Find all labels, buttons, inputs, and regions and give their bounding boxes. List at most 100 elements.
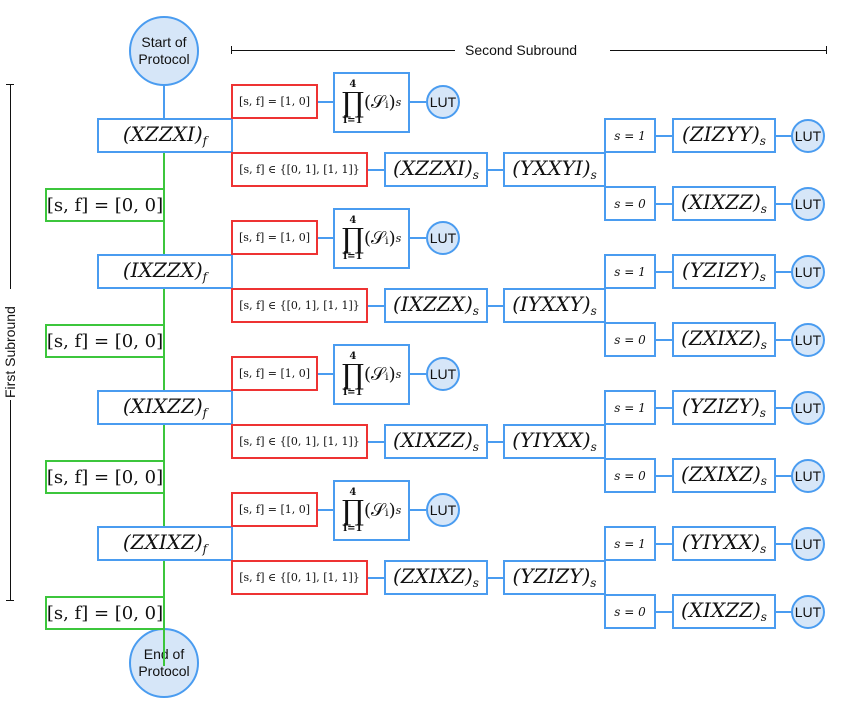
f-operator-box[interactable]: (ZXIXZ)f — [97, 526, 233, 561]
s-operator-1-box[interactable]: (ZXIXZ)s — [384, 560, 488, 595]
product-body: (𝒮ᵢ) — [364, 92, 396, 113]
f-operator-box[interactable]: (IXZZX)f — [97, 254, 233, 289]
green-condition-text: [s, f] = [0, 0] — [46, 466, 164, 488]
condition-01-11-box[interactable]: [s, f] ∈ {[0, 1], [1, 1]} — [231, 152, 368, 187]
product-subscript: s — [395, 96, 402, 109]
s-operator-2-text: (YIYXX)s — [512, 428, 597, 454]
s-operator-2-text: (YZIZY)s — [513, 564, 597, 590]
condition-10-box[interactable]: [s, f] = [1, 0] — [231, 356, 318, 391]
branch-connector — [231, 373, 233, 441]
s-operator-1-operator: (XIXZZ) — [393, 428, 473, 453]
f-operator-subscript: f — [202, 134, 208, 149]
s-operator-2-box[interactable]: (YIYXX)s — [503, 424, 606, 459]
start-node-label-line2: Protocol — [138, 51, 190, 67]
connector-to-lut-s0 — [776, 203, 792, 205]
branch-s1-box[interactable]: s = 1 — [604, 390, 656, 425]
branch-s0-operator-box[interactable]: (ZXIXZ)s — [672, 458, 776, 493]
s-operator-1-operator: (ZXIXZ) — [393, 564, 473, 589]
condition-10-box[interactable]: [s, f] = [1, 0] — [231, 84, 318, 119]
product-box[interactable]: 4∏i=1(𝒮ᵢ)s — [333, 72, 410, 133]
branch-s0-operator-box[interactable]: (XIXZZ)s — [672, 594, 776, 629]
product-box[interactable]: 4∏i=1(𝒮ᵢ)s — [333, 480, 410, 541]
branch-s0-operator-box[interactable]: (XIXZZ)s — [672, 186, 776, 221]
start-node-label-line1: Start of — [141, 34, 187, 50]
f-operator-operator: (XZZXI) — [122, 122, 203, 147]
branch-s1-operator-box[interactable]: (YZIZY)s — [672, 254, 776, 289]
green-condition-box[interactable]: [s, f] = [0, 0] — [45, 188, 165, 222]
product-box[interactable]: 4∏i=1(𝒮ᵢ)s — [333, 208, 410, 269]
branch-s1-operator-box[interactable]: (YZIZY)s — [672, 390, 776, 425]
condition-10-text: [s, f] = [1, 0] — [238, 231, 311, 244]
condition-01-11-text: [s, f] ∈ {[0, 1], [1, 1]} — [239, 435, 360, 448]
lut-node-s0: LUT — [791, 459, 825, 493]
s-operator-1-box[interactable]: (XIXZZ)s — [384, 424, 488, 459]
product-box[interactable]: 4∏i=1(𝒮ᵢ)s — [333, 344, 410, 405]
branch-s0-box[interactable]: s = 0 — [604, 594, 656, 629]
f-operator-text: (IXZZX)f — [123, 258, 207, 284]
product-expression: 4∏i=1(𝒮ᵢ)s — [342, 486, 402, 534]
f-operator-box[interactable]: (XIXZZ)f — [97, 390, 233, 425]
first-subround-label: First Subround — [2, 306, 18, 398]
s-operator-2-operator: (IYXXY) — [512, 292, 591, 317]
branch-s0-box[interactable]: s = 0 — [604, 322, 656, 357]
f-operator-subscript: f — [202, 406, 208, 421]
s-operator-2-operator: (YZIZY) — [512, 564, 591, 589]
green-condition-box[interactable]: [s, f] = [0, 0] — [45, 324, 165, 358]
branch-s1-box[interactable]: s = 1 — [604, 254, 656, 289]
branch-connector — [231, 101, 233, 169]
f-operator-subscript: f — [202, 542, 208, 557]
s-operator-2-box[interactable]: (YXXYI)s — [503, 152, 606, 187]
s-operator-1-subscript: s — [472, 304, 479, 319]
branch-s0-label: s = 0 — [614, 604, 646, 619]
branch-s0-label: s = 0 — [614, 196, 646, 211]
condition-10-text: [s, f] = [1, 0] — [238, 367, 311, 380]
branch-s1-box[interactable]: s = 1 — [604, 526, 656, 561]
branch-s0-operator-text: (ZXIXZ)s — [681, 326, 767, 352]
s-operator-2-subscript: s — [590, 168, 597, 183]
branch-s1-box[interactable]: s = 1 — [604, 118, 656, 153]
condition-10-box[interactable]: [s, f] = [1, 0] — [231, 220, 318, 255]
connector-to-lut-s0 — [776, 339, 792, 341]
product-body: (𝒮ᵢ) — [364, 364, 396, 385]
s-operator-1-box[interactable]: (IXZZX)s — [384, 288, 488, 323]
s-operator-2-operator: (YIYXX) — [512, 428, 591, 453]
product-upper-limit: 4 — [349, 486, 357, 498]
branch-s1-operator-text: (ZIZYY)s — [682, 122, 766, 148]
product-operator: 4∏i=1 — [342, 486, 364, 534]
s-operator-1-subscript: s — [472, 576, 479, 591]
condition-01-11-box[interactable]: [s, f] ∈ {[0, 1], [1, 1]} — [231, 288, 368, 323]
condition-01-11-box[interactable]: [s, f] ∈ {[0, 1], [1, 1]} — [231, 424, 368, 459]
connector-to-lut-s0 — [776, 611, 792, 613]
branch-s1-operator-operator: (YZIZY) — [682, 258, 760, 283]
branch-s0-operator-subscript: s — [760, 610, 767, 625]
f-operator-box[interactable]: (XZZXI)f — [97, 118, 233, 153]
branch-s1-operator-box[interactable]: (ZIZYY)s — [672, 118, 776, 153]
branch-s1-label: s = 1 — [614, 128, 646, 143]
green-condition-box[interactable]: [s, f] = [0, 0] — [45, 596, 165, 630]
product-subscript: s — [395, 368, 402, 381]
f-operator-operator: (XIXZZ) — [122, 394, 203, 419]
condition-10-box[interactable]: [s, f] = [1, 0] — [231, 492, 318, 527]
s-operator-1-subscript: s — [472, 440, 479, 455]
condition-01-11-box[interactable]: [s, f] ∈ {[0, 1], [1, 1]} — [231, 560, 368, 595]
branch-s0-operator-box[interactable]: (ZXIXZ)s — [672, 322, 776, 357]
connector-to-product — [318, 237, 334, 239]
branch-s1-operator-box[interactable]: (YIYXX)s — [672, 526, 776, 561]
s-operator-2-box[interactable]: (YZIZY)s — [503, 560, 606, 595]
branch-s0-box[interactable]: s = 0 — [604, 458, 656, 493]
lut-node-s1: LUT — [791, 527, 825, 561]
s-operator-1-subscript: s — [472, 168, 479, 183]
branch-s0-operator-operator: (XIXZZ) — [681, 598, 761, 623]
branch-s0-box[interactable]: s = 0 — [604, 186, 656, 221]
branch-s1-operator-subscript: s — [759, 134, 766, 149]
product-symbol-icon: ∏ — [341, 85, 365, 119]
s-operator-2-box[interactable]: (IYXXY)s — [503, 288, 606, 323]
connector-to-product — [318, 101, 334, 103]
green-condition-box[interactable]: [s, f] = [0, 0] — [45, 460, 165, 494]
branch-connector — [231, 509, 233, 577]
s-operator-1-box[interactable]: (XZZXI)s — [384, 152, 488, 187]
green-condition-text: [s, f] = [0, 0] — [46, 194, 164, 216]
branch-s0-operator-text: (ZXIXZ)s — [681, 462, 767, 488]
branch-s0-operator-subscript: s — [760, 202, 767, 217]
